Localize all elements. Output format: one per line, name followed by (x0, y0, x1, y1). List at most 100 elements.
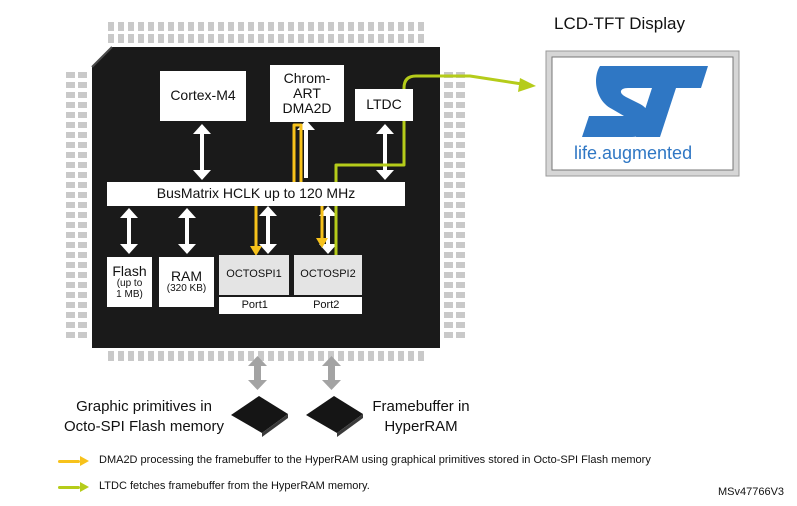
figure-id: MSv47766V3 (718, 486, 785, 498)
flash-size-line2: 1 MB) (116, 288, 143, 300)
chip-pin (444, 232, 453, 238)
chip-pin (408, 22, 414, 31)
chip-pin (78, 72, 87, 78)
chip-pin (456, 272, 465, 278)
chip-pin (78, 252, 87, 258)
chip-pin (388, 22, 394, 31)
chip-pin (398, 22, 404, 31)
legend-ltdc-swatch (58, 486, 80, 489)
octospi2-label: OCTOSPI2 (300, 268, 356, 281)
chip-pin (444, 172, 453, 178)
chip-pin (188, 22, 194, 31)
chip-pin (66, 152, 75, 158)
chip-pin (78, 152, 87, 158)
flash-port-arrow (248, 356, 267, 390)
chip-pin (444, 182, 453, 188)
chip-pin (444, 102, 453, 108)
chip-pin (298, 22, 304, 31)
flash-memory-caption-line1: Graphic primitives in (76, 398, 212, 415)
chip-pin (178, 22, 184, 31)
chip-pin (318, 22, 324, 31)
chip-pin (444, 302, 453, 308)
chip-pin (218, 22, 224, 31)
chip-pin (78, 242, 87, 248)
chip-pin (178, 351, 184, 361)
chip-pin (398, 34, 404, 43)
chip-pin (456, 182, 465, 188)
chip-pin (348, 34, 354, 43)
chip-pin (78, 202, 87, 208)
chip-pin (368, 22, 374, 31)
st-logo-icon (582, 66, 708, 137)
cortex-m4-label: Cortex-M4 (170, 87, 236, 104)
chip-pin (66, 192, 75, 198)
chip-pin (338, 351, 344, 361)
cortex-bus-arrow (193, 124, 211, 180)
chip-pin (456, 92, 465, 98)
chip-pin (66, 162, 75, 168)
chip-pin (258, 22, 264, 31)
chip-pin (66, 252, 75, 258)
chip-pin (456, 302, 465, 308)
chip-pin (78, 172, 87, 178)
chip-pin (456, 322, 465, 328)
legend-dma2d-swatch (58, 460, 80, 463)
hyperram-caption-line2: HyperRAM (384, 417, 458, 435)
chip-pin (78, 92, 87, 98)
chip-pin (66, 182, 75, 188)
chip-pin (78, 262, 87, 268)
chip-pin (278, 351, 284, 361)
chip-pin (66, 302, 75, 308)
chip-pin (66, 282, 75, 288)
chip-pin (78, 112, 87, 118)
chip-pin (444, 142, 453, 148)
ram-block: RAM (320 KB) (159, 257, 214, 307)
chip-pin (288, 22, 294, 31)
chip-pin (418, 22, 424, 31)
chip-pin (268, 351, 274, 361)
chip-pin (328, 351, 334, 361)
chip-pin (138, 22, 144, 31)
chip-pin (208, 351, 214, 361)
chip-pin (338, 22, 344, 31)
chip-pin (288, 351, 294, 361)
chrom-art-label-line1: Chrom- (283, 69, 331, 86)
ram-bus-arrow (178, 208, 196, 254)
chip-pin (456, 292, 465, 298)
chip-pin (108, 22, 114, 31)
chip-pin (288, 34, 294, 43)
ltdc-label: LTDC (366, 96, 402, 113)
chip-pin (456, 102, 465, 108)
chip-pin (456, 152, 465, 158)
chip-pin (128, 22, 134, 31)
ltdc-framebuffer-path (334, 74, 523, 266)
chip-pin (78, 122, 87, 128)
chip-pin (228, 351, 234, 361)
chip-pin (78, 82, 87, 88)
chip-pin (138, 351, 144, 361)
chip-pin (248, 34, 254, 43)
chip-pin (66, 112, 75, 118)
chip-pin (218, 351, 224, 361)
port2-label: Port2 (313, 298, 340, 311)
chip-pin (456, 252, 465, 258)
chip-pin (456, 142, 465, 148)
chip-pin (66, 312, 75, 318)
chip-pin (66, 92, 75, 98)
chip-pin (66, 212, 75, 218)
octospi1-label: OCTOSPI1 (226, 268, 282, 281)
chip-pin (66, 122, 75, 128)
chip-pin (148, 351, 154, 361)
chip-pin (258, 34, 264, 43)
chip-pin (168, 22, 174, 31)
chip-pin (456, 122, 465, 128)
chip-pin (66, 72, 75, 78)
chip-pin (188, 34, 194, 43)
chip-pin (388, 34, 394, 43)
chip-pin (238, 351, 244, 361)
chip-pin (66, 172, 75, 178)
chip-pin (358, 351, 364, 361)
chip-pin (444, 132, 453, 138)
hyperram-port-arrow (322, 356, 341, 390)
flash-size-line1: (up to (116, 277, 143, 289)
